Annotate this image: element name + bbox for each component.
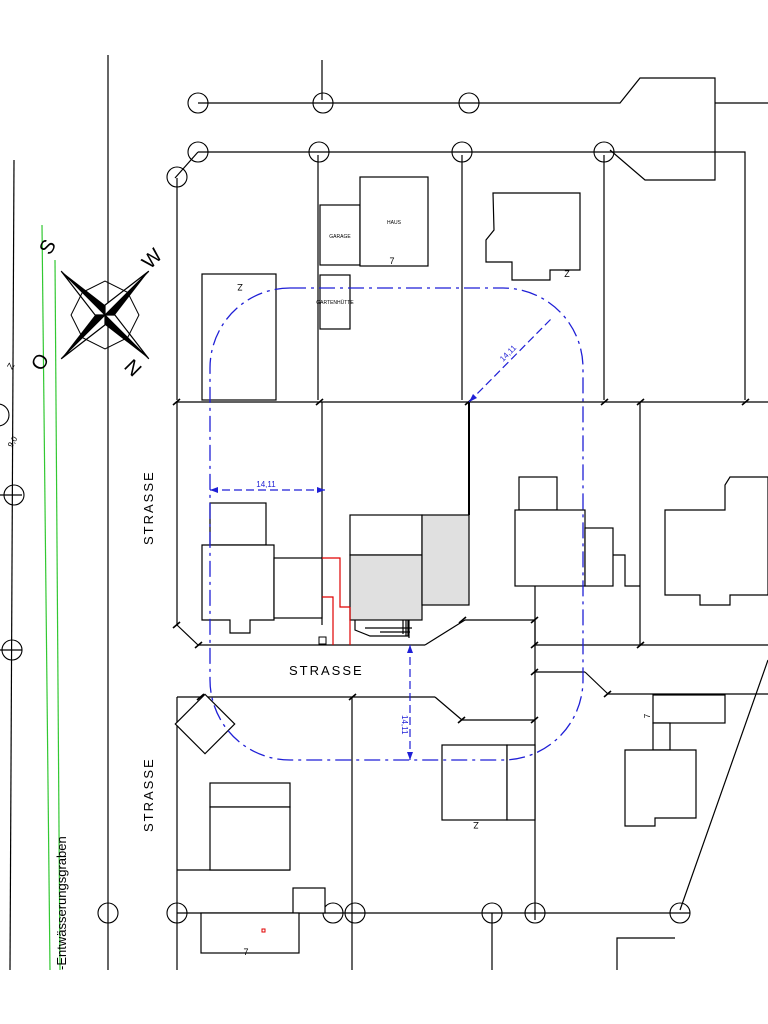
compass-south-label: S <box>35 236 61 259</box>
compass-rose <box>60 270 150 360</box>
compass-north-label: N <box>121 354 147 380</box>
house-label: HAUS <box>387 220 402 226</box>
dimension-diagonal: 14,11 <box>498 343 518 363</box>
dimension-left: 14,11 <box>256 480 276 489</box>
street-label-left-lower: STRASSE <box>141 757 156 832</box>
ditch-label: -Entwässerungsgraben <box>54 836 69 970</box>
offset-radius <box>209 287 584 761</box>
floors-label-left: Z <box>237 282 243 292</box>
survey-markers <box>97 92 750 924</box>
compass-east-label: O <box>27 350 54 374</box>
street-label-left-upper: STRASSE <box>141 470 156 545</box>
buildings <box>174 176 768 954</box>
floors-label-top-right: Z <box>564 269 570 279</box>
street-label-middle: STRASSE <box>289 663 364 678</box>
storey-label-bottom: 7 <box>243 947 248 957</box>
left-margin-label-1: Z <box>5 361 17 371</box>
gartenhuette-label: GARTENHÜTTE <box>316 299 354 306</box>
left-margin-marks <box>0 403 25 661</box>
dimension-bottom: 14,11 <box>400 715 409 735</box>
left-margin-label-2: 9,0 <box>6 434 20 449</box>
garage-label: GARAGE <box>329 234 351 240</box>
left-boundary-lines <box>9 55 109 971</box>
storey-label-lower-right: 7 <box>643 713 652 718</box>
storey-label-top: 7 <box>389 256 394 266</box>
floors-label-lower: Z <box>473 820 479 830</box>
compass-west-label: W <box>138 245 167 274</box>
